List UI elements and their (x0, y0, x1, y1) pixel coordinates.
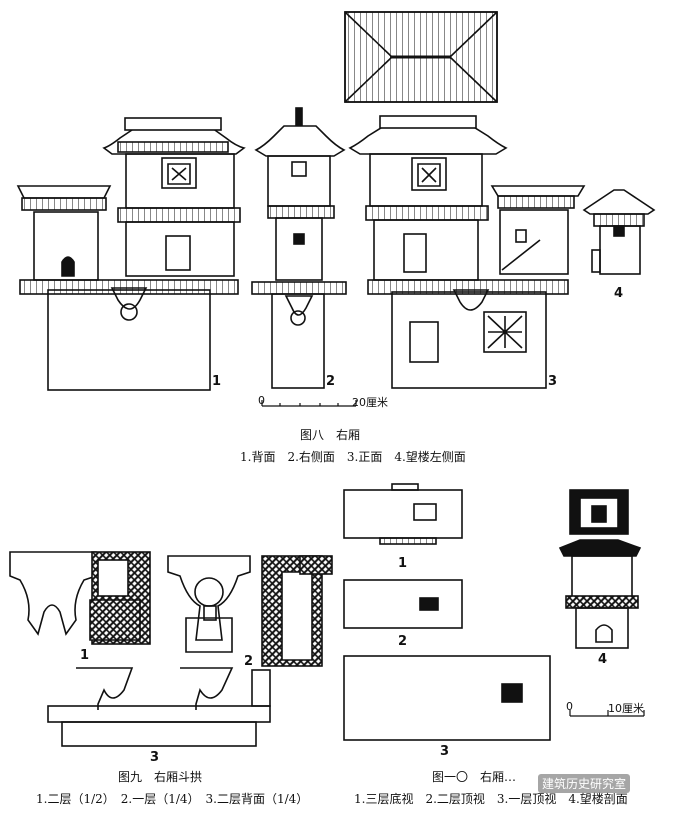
bracket-second-floor (9, 551, 151, 645)
fig10-title: 图一〇 右厢… (432, 770, 517, 784)
bracket-profile-long (47, 667, 271, 747)
second-floor-top-view (343, 579, 463, 629)
fig9-caption: 1.二层（1/2） 2.一层（1/4） 3.二层背面（1/4） (36, 792, 309, 806)
fig8-scale-zero: 0 (258, 394, 265, 407)
watchtower-section (558, 489, 642, 649)
bracket-second-floor-back (261, 555, 333, 667)
roof-plan (344, 11, 498, 103)
fig10-scale-label: 10厘米 (608, 702, 644, 715)
fig10-caption: 1.三层底视 2.二层顶视 3.一层顶视 4.望楼剖面 (354, 792, 628, 806)
fig10-panel-3: 3 (440, 744, 450, 759)
fig8-panel-4: 4 (614, 286, 624, 301)
first-floor-top-view (343, 655, 551, 741)
elevation-right-side (251, 107, 347, 389)
fig8-panel-3: 3 (548, 374, 558, 389)
fig10-panel-2: 2 (398, 634, 408, 649)
watchtower-left-side (582, 189, 656, 275)
bracket-first-floor (167, 555, 251, 653)
fig9-panel-1: 1 (80, 648, 90, 663)
fig10-panel-4: 4 (598, 652, 608, 667)
fig9-panel-2: 2 (244, 654, 254, 669)
elevation-front (348, 115, 586, 389)
fig8-caption: 1.背面 2.右侧面 3.正面 4.望楼左侧面 (240, 450, 466, 464)
fig10-panel-1: 1 (398, 556, 408, 571)
fig8-panel-1: 1 (212, 374, 222, 389)
watermark: 建筑历史研究室 (538, 774, 631, 793)
fig10-scale-zero: 0 (566, 700, 573, 713)
elevation-back (16, 117, 246, 391)
third-floor-bottom-view (343, 483, 463, 545)
scale-bar-fig8 (261, 400, 357, 407)
fig8-title: 图八 右厢 (300, 428, 361, 442)
fig8-scale-label: 20厘米 (352, 396, 388, 409)
fig9-panel-3: 3 (150, 750, 160, 765)
fig8-panel-2: 2 (326, 374, 336, 389)
scale-bar-fig10 (569, 710, 645, 717)
fig9-title: 图九 右厢斗拱 (118, 770, 203, 784)
